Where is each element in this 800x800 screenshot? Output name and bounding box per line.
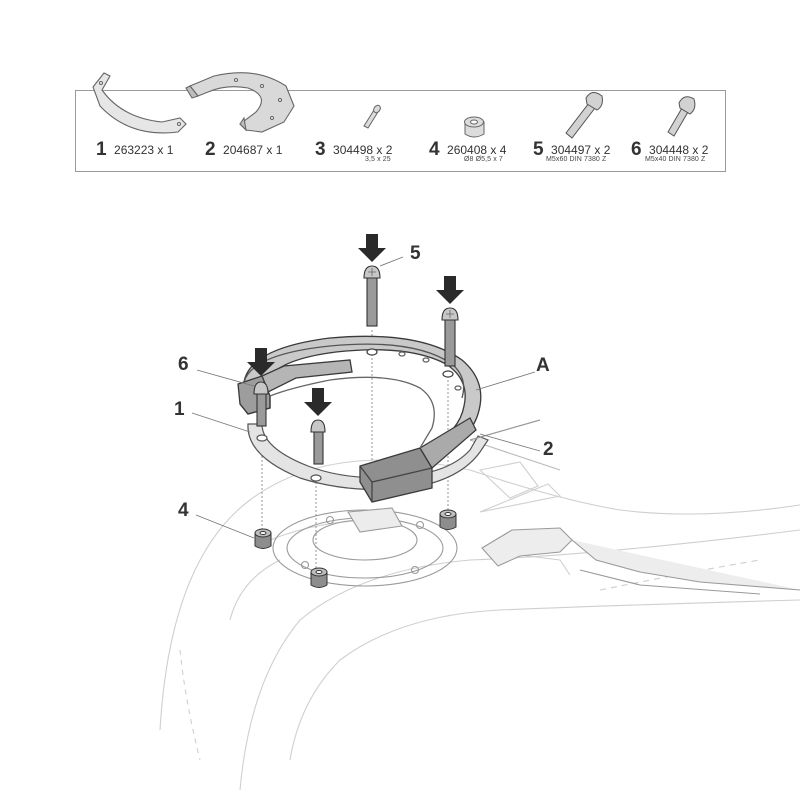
arrow-bolt-5-right [436,276,464,304]
bolt-5-right [441,307,459,367]
arrow-bolt-6-left [247,348,275,376]
spacer-right [439,509,457,530]
part-3-screw-drawing [363,104,381,129]
spacer-front [310,567,328,588]
part-6-code: 304448 x 2 [649,143,709,157]
part-3-number: 3 [315,139,326,160]
callout-2: 2 [543,439,554,460]
part-6-number: 6 [631,139,642,160]
part-4-spacer-drawing [464,116,485,138]
callout-5: 5 [410,243,421,264]
part-6-spec: M5x40 DIN 7380 Z [645,156,706,163]
part-5-bolt-drawing [565,92,603,139]
leader-lines [191,256,541,539]
part-1-bracket-drawing [92,72,187,134]
callout-4: 4 [178,500,189,521]
part-3-code: 304498 x 2 [333,143,393,157]
callout-a: A [536,355,550,376]
part-5-label: 5 304497 x 2 [533,139,610,161]
parts-list-frame [75,90,726,172]
part-3-label: 3 304498 x 2 [315,139,392,161]
spacers [254,509,457,588]
part-2-code: 204687 x 1 [223,143,283,157]
part-2-label: 2 204687 x 1 [205,139,282,161]
part-6-bolt-drawing [667,96,696,137]
part-1-number: 1 [96,139,107,160]
part-2-number: 2 [205,139,216,160]
part-4-label: 4 260408 x 4 [429,139,506,161]
part-2-ring-drawing [185,72,295,133]
arrow-bolt-6-center [304,388,332,416]
part-5-code: 304497 x 2 [551,143,611,157]
part-3-spec: 3,5 x 25 [365,156,391,163]
arrow-bolt-5-left [358,234,386,262]
bolt-6-left [253,381,269,427]
part-4-code: 260408 x 4 [447,143,507,157]
spacer-left [254,528,272,549]
part-4-number: 4 [429,139,440,160]
motorcycle-ghost-outline [159,439,800,791]
part-5-number: 5 [533,139,544,160]
part-1-label: 1 263223 x 1 [96,139,173,161]
part-1-code: 263223 x 1 [114,143,174,157]
insert-arrows [247,234,464,416]
callout-6: 6 [178,354,189,375]
bolt-6-center [310,419,326,465]
part-4-spec: Ø8 Ø5,5 x 7 [464,156,503,163]
callout-1: 1 [174,399,185,420]
rear-seat-bracket [481,527,800,595]
part-5-spec: M5x60 DIN 7380 Z [546,156,607,163]
part-6-label: 6 304448 x 2 [631,139,708,161]
bolt-5-left [363,265,381,327]
fuel-cap [272,507,458,587]
